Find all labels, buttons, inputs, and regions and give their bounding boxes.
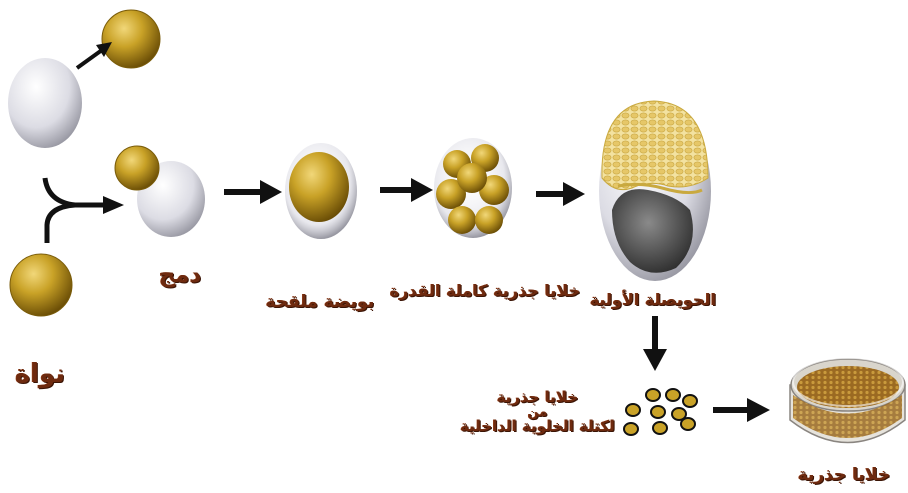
label-nucleus: نواة — [0, 359, 80, 389]
donor-egg-cell — [8, 58, 82, 148]
label-totipotent-cells: خلايا جذرية كاملة القدرة — [385, 281, 585, 300]
label-icm-line3: لكتلة الخلوية الداخلية — [455, 419, 620, 435]
label-icm-cells: خلايا جذرية من لكتلة الخلوية الداخلية — [455, 390, 620, 435]
petri-dish — [790, 358, 905, 443]
label-icm-line1: خلايا جذرية — [455, 390, 620, 406]
extracted-nucleus — [102, 10, 160, 68]
label-stem-cells: خلايا جذرية — [780, 465, 908, 485]
nucleus-cell — [10, 254, 72, 316]
fused-cells — [115, 146, 205, 237]
label-blastocyst: الحويصلة الأولية — [588, 290, 718, 309]
morula-cells — [434, 138, 512, 238]
fertilized-egg — [285, 143, 357, 239]
inner-cell-mass-cells — [624, 389, 697, 435]
blastocyst — [599, 101, 711, 281]
fusion-fork-arrow — [45, 178, 106, 243]
label-fertilized-egg: بويضة ملقحة — [250, 292, 390, 312]
arrow-to-nucleus — [77, 50, 102, 68]
label-fusion: دمج — [140, 262, 220, 288]
